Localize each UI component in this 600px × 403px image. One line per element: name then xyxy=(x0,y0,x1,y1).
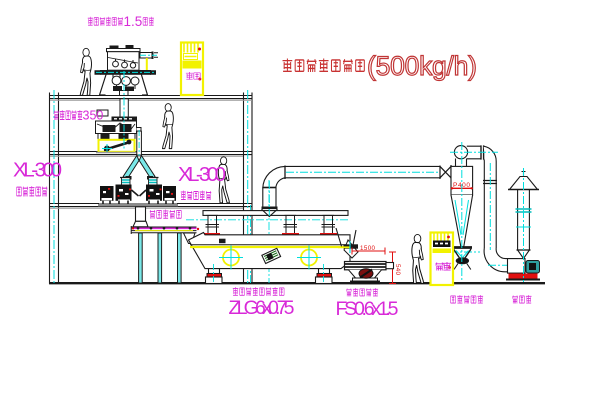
svg-text:540: 540 xyxy=(394,264,401,276)
svg-text:XL-300: XL-300 xyxy=(13,159,62,182)
svg-text:1.5: 1.5 xyxy=(124,14,143,29)
svg-text:FS0.6x1.5: FS0.6x1.5 xyxy=(336,298,399,320)
svg-text:XL-300: XL-300 xyxy=(178,163,226,186)
svg-text:(500kg/h): (500kg/h) xyxy=(367,51,477,81)
svg-text:ZLG6x0.75: ZLG6x0.75 xyxy=(229,297,295,319)
svg-text:350: 350 xyxy=(83,109,104,123)
svg-text:1500: 1500 xyxy=(360,245,376,252)
